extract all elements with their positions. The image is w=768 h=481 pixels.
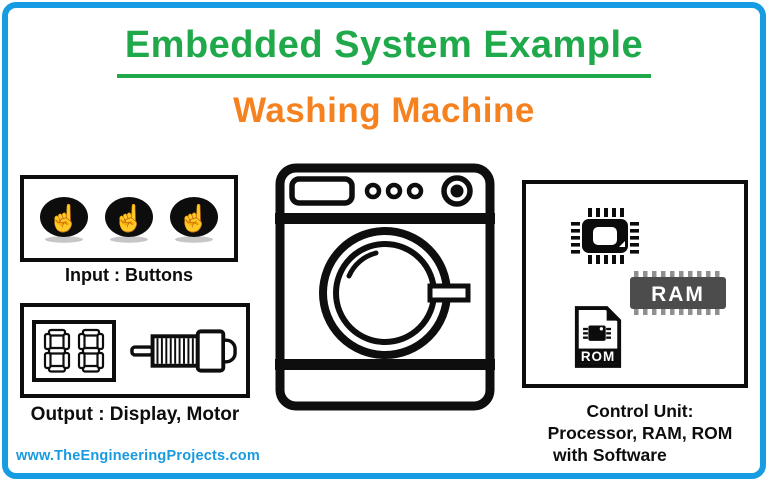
control-caption-line3: with Software xyxy=(553,445,667,465)
input-section-label: Input : Buttons xyxy=(65,265,193,285)
washer-door-handle xyxy=(427,283,471,303)
press-button-icon: ☝ xyxy=(170,196,218,243)
washer-small-button xyxy=(406,182,424,200)
page-title: Embedded System Example xyxy=(116,24,652,78)
subheader: Washing Machine xyxy=(0,91,768,131)
seven-segment-display-icon xyxy=(31,319,116,382)
output-box: 88 xyxy=(20,303,250,398)
press-button-icon: ☝ xyxy=(105,196,153,243)
input-buttons-box: ☝ ☝ ☝ xyxy=(20,175,238,262)
svg-text:☝: ☝ xyxy=(113,202,145,234)
rom-label: ROM xyxy=(581,349,615,364)
ram-chip-icon: RAM xyxy=(630,271,726,315)
processor-chip-icon xyxy=(571,208,639,264)
control-caption-line1: Control Unit: xyxy=(586,401,694,421)
washer-small-button xyxy=(385,182,403,200)
ram-label: RAM xyxy=(651,283,705,306)
output-section-label: Output : Display, Motor xyxy=(30,404,240,425)
watermark-link: www.TheEngineeringProjects.com xyxy=(16,448,260,464)
washer-small-button xyxy=(364,182,382,200)
motor-icon xyxy=(129,328,237,373)
rom-file-icon: ROM xyxy=(574,306,622,368)
page-subtitle: Washing Machine xyxy=(233,91,535,130)
control-unit-caption: Control Unit: Processor, RAM, ROM with S… xyxy=(540,400,740,466)
svg-text:☝: ☝ xyxy=(178,202,210,234)
control-caption-line2: Processor, RAM, ROM xyxy=(547,423,733,443)
header: Embedded System Example xyxy=(0,24,768,78)
svg-text:☝: ☝ xyxy=(48,202,80,234)
washer-display xyxy=(289,176,355,206)
control-unit-box: RAM ROM xyxy=(522,180,748,388)
washing-machine-icon xyxy=(275,163,495,411)
press-button-icon: ☝ xyxy=(40,196,88,243)
